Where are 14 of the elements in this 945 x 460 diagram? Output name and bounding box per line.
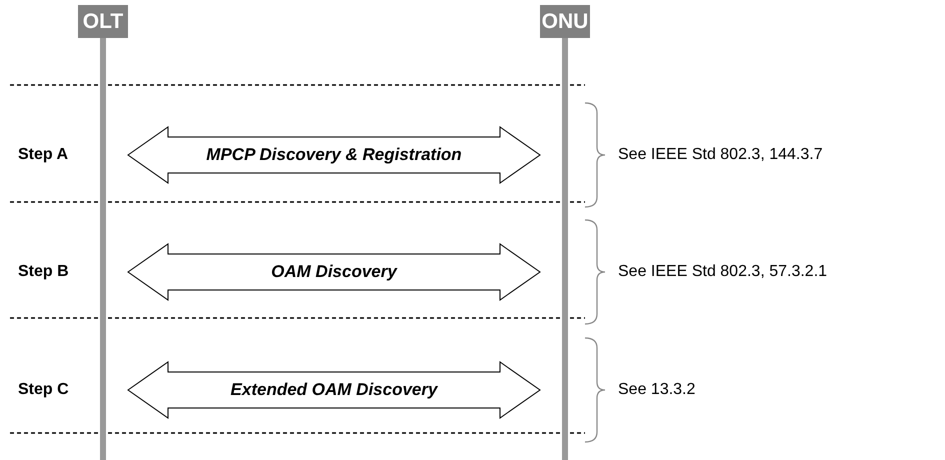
reference-note: See IEEE Std 802.3, 57.3.2.1	[618, 263, 828, 281]
step-label: Step A	[18, 146, 68, 164]
edge-label: Extended OAM Discovery	[230, 380, 438, 400]
participant-header: ONU	[540, 5, 590, 38]
reference-note: See 13.3.2	[618, 381, 696, 399]
reference-note: See IEEE Std 802.3, 144.3.7	[618, 146, 823, 164]
double-arrow	[127, 361, 541, 419]
edge-label: OAM Discovery	[271, 262, 397, 282]
participant-header: OLT	[78, 5, 128, 38]
step-label: Step C	[18, 381, 69, 399]
step-label: Step B	[18, 263, 69, 281]
double-arrow	[127, 243, 541, 301]
double-arrow	[127, 126, 541, 184]
edge-label: MPCP Discovery & Registration	[206, 145, 462, 165]
